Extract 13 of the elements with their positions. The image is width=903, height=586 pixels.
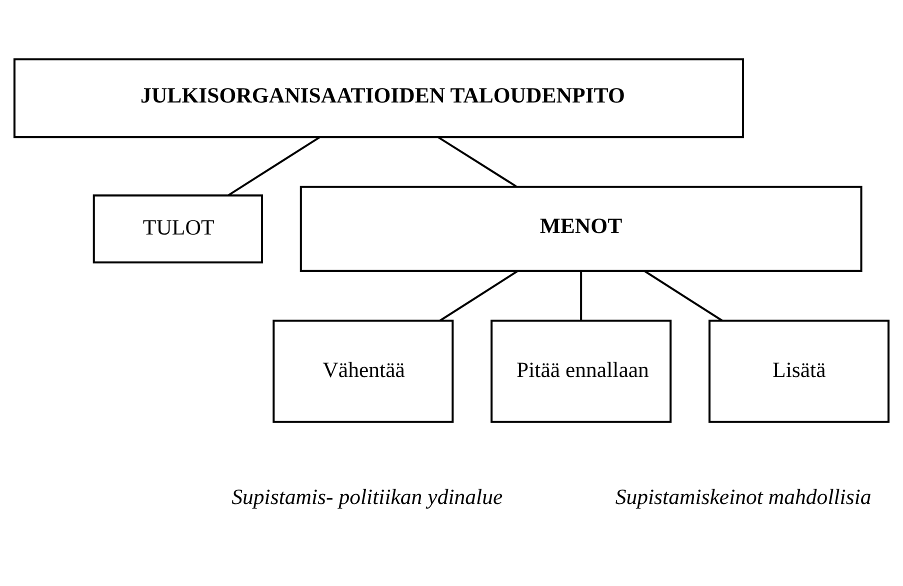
connector <box>439 270 518 322</box>
node-box: JULKISORGANISAATIOIDEN TALOUDENPITO <box>13 58 744 138</box>
node-box: Lisätä <box>708 319 890 422</box>
connector <box>644 270 723 322</box>
node-box: TULOT <box>92 194 263 263</box>
node-box: Pitää ennallaan <box>490 319 672 422</box>
connector <box>438 136 517 187</box>
node-box: Vähentää <box>272 319 454 422</box>
node-box: MENOT <box>300 185 862 272</box>
label: Supistamis- politiikan ydinalue <box>232 484 503 508</box>
connector <box>580 271 582 320</box>
connector <box>228 136 320 196</box>
label: Supistamiskeinot mahdollisia <box>615 484 872 508</box>
